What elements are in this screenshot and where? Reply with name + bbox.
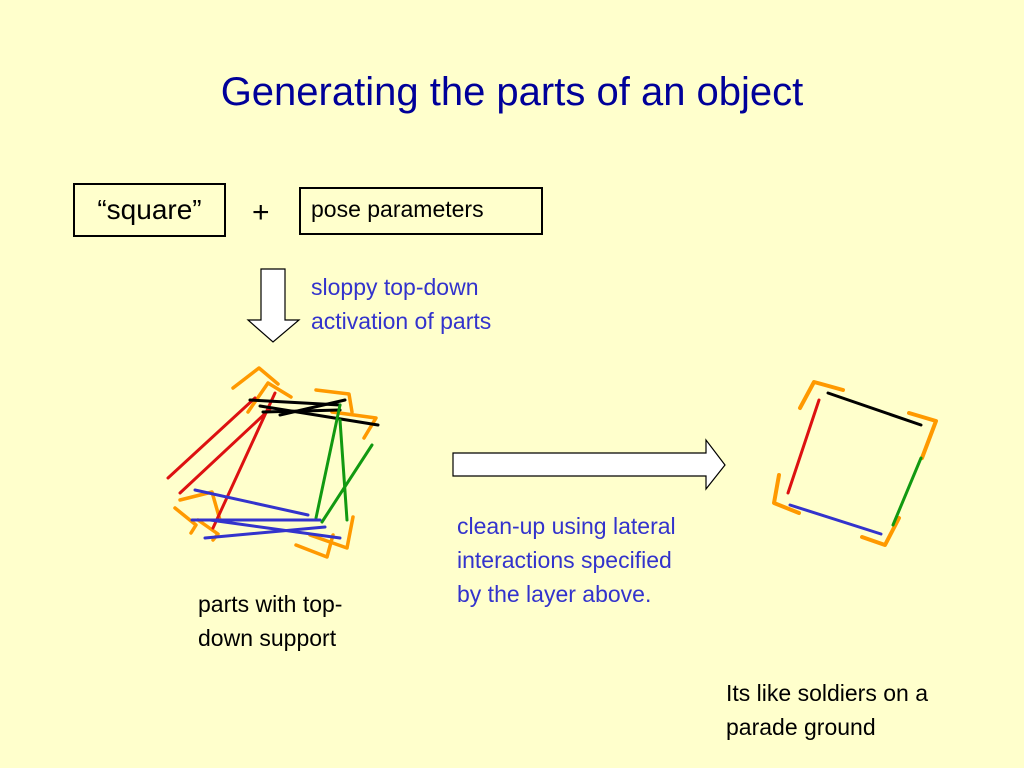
cleanup-line-2: interactions specified: [457, 547, 672, 573]
parts-line-1: parts with top-: [198, 591, 343, 617]
page-title: Generating the parts of an object: [220, 70, 804, 114]
messy-corner-5: [173, 506, 198, 535]
messy-red-2: [178, 407, 272, 495]
messy-red-1: [166, 396, 257, 480]
square-box: “square”: [73, 183, 226, 237]
cleanup-line-3: by the layer above.: [457, 581, 652, 607]
cleanup-line-1: clean-up using lateral: [457, 513, 676, 539]
cleanup-text: clean-up using lateral interactions spec…: [457, 509, 676, 611]
sloppy-line-1: sloppy top-down: [311, 274, 479, 300]
right-arrow-icon: [452, 438, 726, 491]
soldiers-line-2: parade ground: [726, 714, 876, 740]
clean-top-edge: [826, 391, 923, 427]
messy-corner-3: [314, 388, 354, 414]
messy-corner-9: [308, 515, 355, 550]
clean-corner-top-left: [798, 380, 845, 410]
messy-corner-2: [246, 381, 293, 414]
messy-black-2: [258, 404, 380, 427]
messy-green-3: [338, 418, 349, 522]
messy-blue-1: [193, 488, 310, 517]
messy-right-edges: [314, 403, 374, 524]
messy-bottom-edges: [190, 488, 342, 540]
messy-corner-6: [178, 490, 222, 522]
messy-top-edges: [248, 398, 380, 427]
messy-corner-1: [231, 366, 280, 390]
clean-corner-bottom-left: [772, 473, 801, 515]
sloppy-line-2: activation of parts: [311, 308, 492, 334]
soldiers-line-1: Its like soldiers on a: [726, 680, 928, 706]
parts-support-text: parts with top- down support: [198, 587, 342, 655]
sloppy-activation-text: sloppy top-down activation of parts: [311, 270, 491, 338]
pose-parameters-box: pose parameters: [299, 187, 543, 235]
clean-bottom-edge: [788, 503, 883, 536]
clean-square: [772, 380, 938, 547]
messy-red-3: [211, 391, 277, 530]
plus-sign: +: [252, 196, 270, 229]
messy-black-4: [261, 408, 342, 414]
messy-green-1: [314, 403, 342, 520]
messy-left-edges: [166, 391, 277, 530]
clean-corner-top-right: [907, 411, 938, 460]
clean-corner-bottom-right: [860, 516, 901, 547]
down-arrow-icon: [246, 268, 301, 343]
messy-corner-4: [330, 410, 378, 440]
messy-corner-brackets: [173, 366, 378, 559]
messy-blue-3: [203, 525, 327, 540]
soldiers-text: Its like soldiers on a parade ground: [726, 676, 928, 744]
clean-right-edge: [891, 456, 923, 527]
parts-line-2: down support: [198, 625, 337, 651]
messy-blue-4: [208, 518, 342, 540]
messy-green-2: [320, 443, 374, 524]
clean-left-edge: [786, 398, 821, 495]
